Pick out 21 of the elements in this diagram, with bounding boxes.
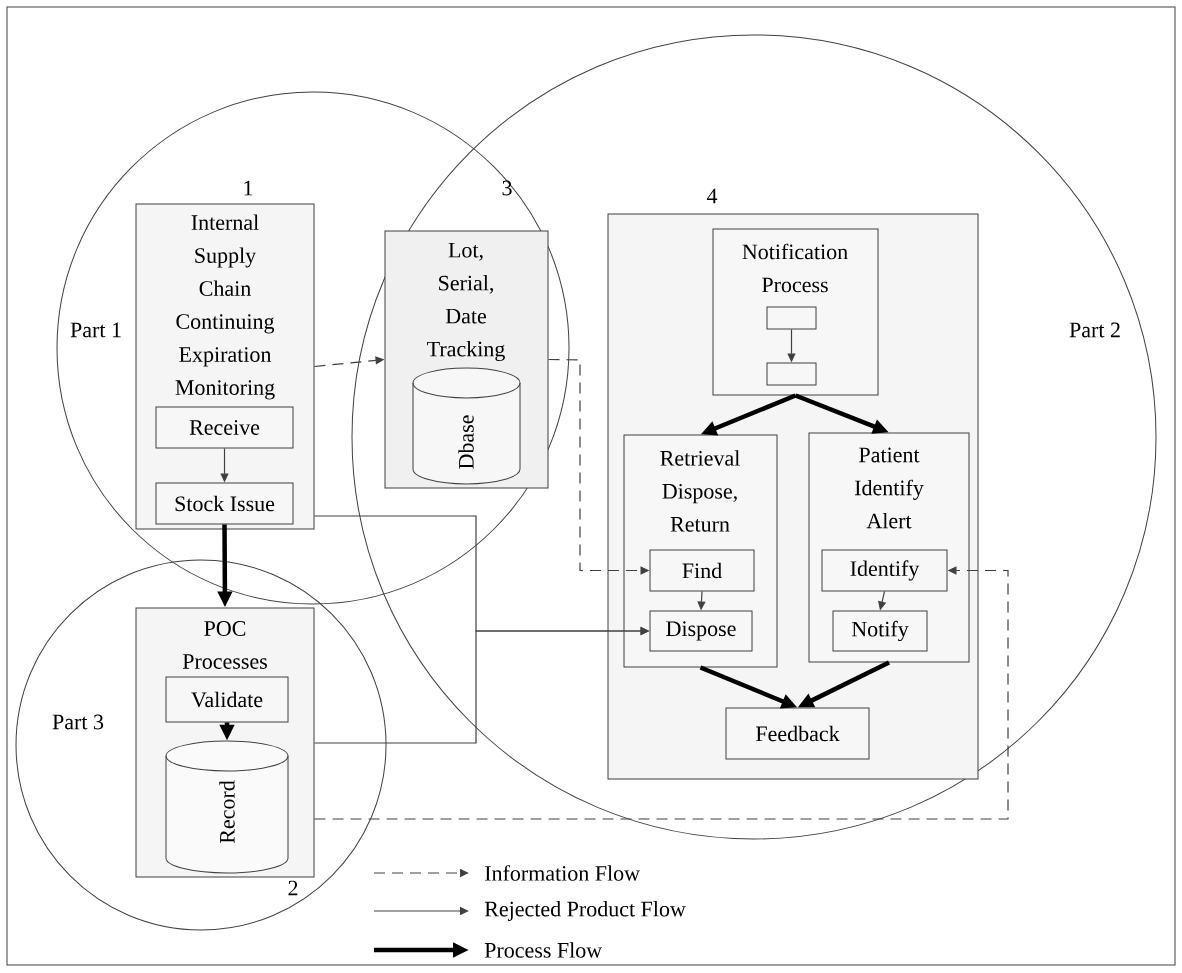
node-label: 4 (706, 188, 718, 204)
step-box: Validate (165, 676, 289, 723)
legend-label: Rejected Product Flow (484, 901, 686, 921)
step-box: Receive (155, 406, 294, 449)
step-box: Find (649, 549, 755, 592)
step-box: Identify (821, 549, 948, 592)
node-label: 2 (288, 880, 298, 896)
node-label: 1 (244, 180, 253, 196)
step-box (766, 362, 817, 386)
arrow (313, 566, 1009, 820)
database-cylinder: Record (165, 740, 289, 874)
step-box: Feedback (725, 707, 870, 760)
legend-label: Process Flow (484, 942, 603, 958)
process-box: Notification Process (712, 228, 879, 396)
legend-label: Information Flow (485, 865, 640, 881)
step-box: Dispose (649, 610, 753, 652)
step-box (766, 306, 817, 330)
step-box: Notify (832, 610, 928, 652)
callout-number: 3 (502, 180, 512, 196)
database-cylinder: Dbase (412, 367, 521, 485)
step-box: Stock Issue (155, 482, 294, 525)
